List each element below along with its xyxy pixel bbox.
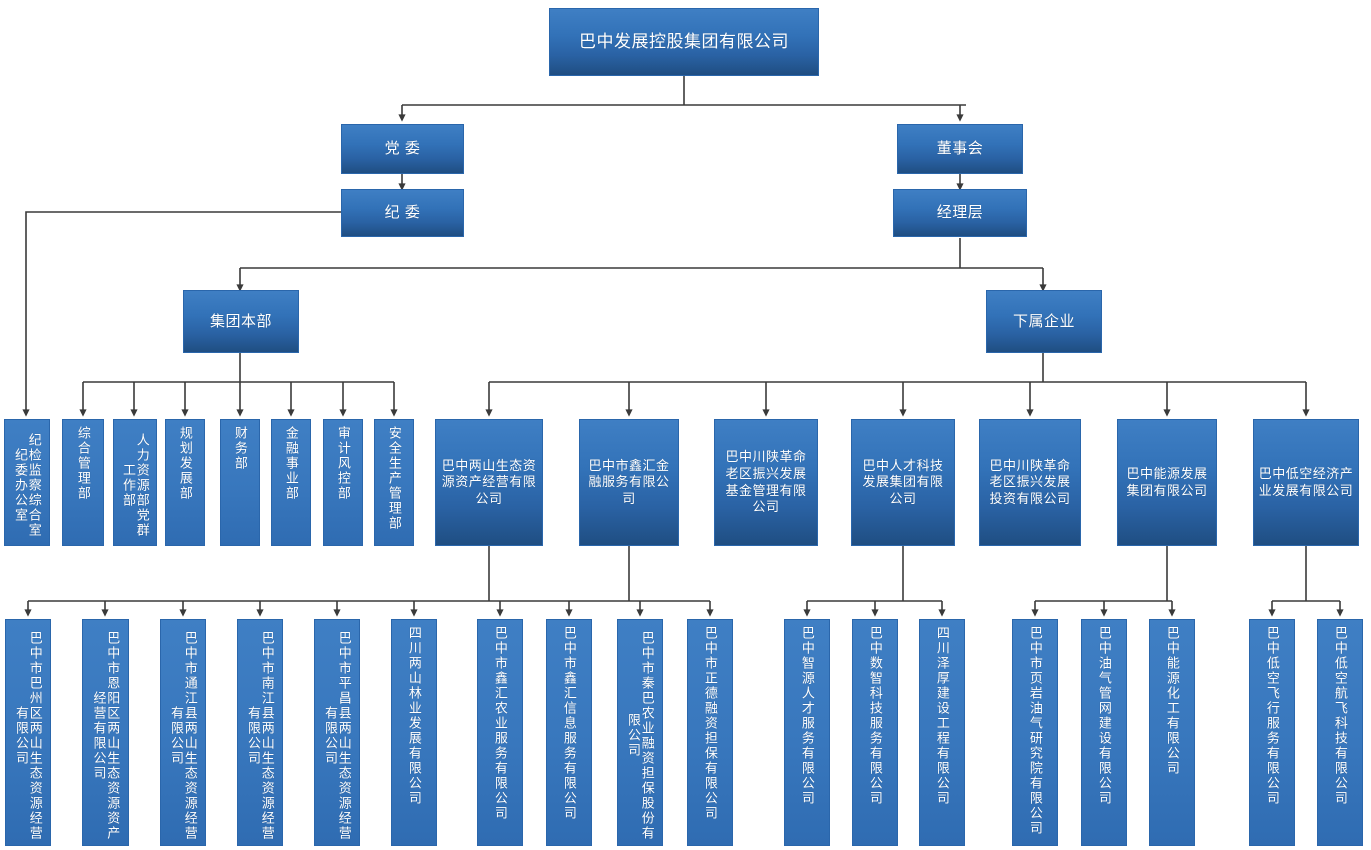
- node-leaf-7-label: 巴中市鑫汇信息服务有限公司: [561, 626, 577, 821]
- node-department-1[interactable]: 综合管理部: [62, 419, 104, 546]
- node-leaf-11-label: 巴中数智科技服务有限公司: [867, 626, 883, 806]
- node-subsidiary-4[interactable]: 巴中川陕革命老区振兴发展投资有限公司: [979, 419, 1081, 546]
- node-subsidiary-0[interactable]: 巴中两山生态资源资产经营有限公司: [435, 419, 543, 546]
- node-subsidiary-3[interactable]: 巴中人才科技发展集团有限公司: [851, 419, 955, 546]
- node-leaf-16-label: 巴中低空飞行服务有限公司: [1264, 626, 1280, 806]
- node-leaf-16[interactable]: 巴中低空飞行服务有限公司: [1249, 619, 1295, 846]
- node-leaf-17[interactable]: 巴中低空航飞科技有限公司: [1317, 619, 1363, 846]
- node-leaf-4[interactable]: 巴中市平昌县两山生态资源经营有限公司: [314, 619, 360, 846]
- node-subsidiary-2-label: 巴中川陕革命老区振兴发展基金管理有限公司: [725, 449, 807, 515]
- node-leaf-12[interactable]: 四川泽厚建设工程有限公司: [919, 619, 965, 846]
- node-leaf-6-label: 巴中市鑫汇农业服务有限公司: [492, 626, 508, 821]
- node-root-label: 巴中发展控股集团有限公司: [579, 32, 789, 52]
- node-leaf-8[interactable]: 巴中市秦巴农业融资担保股份有限公司: [617, 619, 663, 846]
- node-department-5-label: 金融事业部: [283, 426, 299, 501]
- node-subsidiary-5[interactable]: 巴中能源发展集团有限公司: [1117, 419, 1217, 546]
- node-department-4[interactable]: 财务部: [220, 419, 260, 546]
- node-department-2[interactable]: 人力资源部党群工作部: [113, 419, 157, 546]
- node-department-3[interactable]: 规划发展部: [165, 419, 205, 546]
- node-subsidiary-enterprises-label: 下属企业: [1012, 312, 1075, 330]
- node-leaf-0[interactable]: 巴中市巴州区两山生态资源经营有限公司: [5, 619, 51, 846]
- node-leaf-4-label: 巴中市平昌县两山生态资源经营有限公司: [323, 630, 352, 841]
- node-department-2-label: 人力资源部党群工作部: [121, 433, 150, 538]
- node-group-headquarters[interactable]: 集团本部: [183, 290, 299, 353]
- node-subsidiary-2[interactable]: 巴中川陕革命老区振兴发展基金管理有限公司: [714, 419, 818, 546]
- node-leaf-1-label: 巴中市恩阳区两山生态资源资产经营有限公司: [91, 630, 121, 841]
- node-leaf-10-label: 巴中智源人才服务有限公司: [799, 626, 815, 806]
- node-leaf-11[interactable]: 巴中数智科技服务有限公司: [852, 619, 898, 846]
- node-department-6-label: 审计风控部: [335, 426, 351, 501]
- node-department-3-label: 规划发展部: [177, 426, 193, 501]
- node-subsidiary-enterprises[interactable]: 下属企业: [986, 290, 1102, 353]
- node-subsidiary-6-label: 巴中低空经济产业发展有限公司: [1258, 465, 1354, 498]
- node-leaf-13-label: 巴中市页岩油气研究院有限公司: [1027, 626, 1043, 836]
- node-leaf-8-label: 巴中市秦巴农业融资担保股份有限公司: [626, 630, 655, 841]
- node-leaf-14[interactable]: 巴中油气管网建设有限公司: [1081, 619, 1127, 846]
- node-root[interactable]: 巴中发展控股集团有限公司: [549, 8, 819, 76]
- node-discipline-committee[interactable]: 纪 委: [341, 189, 464, 237]
- node-leaf-9[interactable]: 巴中市正德融资担保有限公司: [687, 619, 733, 846]
- node-department-4-label: 财务部: [232, 426, 248, 471]
- node-department-7-label: 安全生产管理部: [386, 426, 402, 531]
- node-department-0-label: 纪检监察综合室纪委办公室: [13, 433, 42, 538]
- node-party-committee[interactable]: 党 委: [341, 124, 464, 174]
- node-leaf-2-label: 巴中市通江县两山生态资源经营有限公司: [169, 630, 198, 841]
- node-subsidiary-5-label: 巴中能源发展集团有限公司: [1126, 465, 1208, 498]
- node-subsidiary-3-label: 巴中人才科技发展集团有限公司: [862, 457, 944, 506]
- node-subsidiary-0-label: 巴中两山生态资源资产经营有限公司: [441, 457, 537, 506]
- node-leaf-5[interactable]: 四川两山林业发展有限公司: [391, 619, 437, 846]
- node-board-of-directors[interactable]: 董事会: [897, 124, 1023, 174]
- node-leaf-10[interactable]: 巴中智源人才服务有限公司: [784, 619, 830, 846]
- node-subsidiary-6[interactable]: 巴中低空经济产业发展有限公司: [1253, 419, 1359, 546]
- node-leaf-3[interactable]: 巴中市南江县两山生态资源经营有限公司: [237, 619, 283, 846]
- node-subsidiary-4-label: 巴中川陕革命老区振兴发展投资有限公司: [989, 457, 1071, 506]
- node-leaf-14-label: 巴中油气管网建设有限公司: [1096, 626, 1112, 806]
- node-leaf-7[interactable]: 巴中市鑫汇信息服务有限公司: [546, 619, 592, 846]
- node-party-committee-label: 党 委: [384, 140, 421, 158]
- node-leaf-12-label: 四川泽厚建设工程有限公司: [934, 626, 950, 806]
- node-leaf-15[interactable]: 巴中能源化工有限公司: [1149, 619, 1195, 846]
- node-leaf-9-label: 巴中市正德融资担保有限公司: [702, 626, 718, 821]
- node-leaf-1[interactable]: 巴中市恩阳区两山生态资源资产经营有限公司: [82, 619, 129, 846]
- node-leaf-17-label: 巴中低空航飞科技有限公司: [1332, 626, 1348, 806]
- node-department-7[interactable]: 安全生产管理部: [374, 419, 414, 546]
- node-leaf-5-label: 四川两山林业发展有限公司: [406, 626, 422, 806]
- node-board-of-directors-label: 董事会: [936, 140, 984, 158]
- node-management-layer[interactable]: 经理层: [893, 189, 1027, 237]
- node-subsidiary-1-label: 巴中市鑫汇金融服务有限公司: [588, 457, 670, 506]
- node-department-5[interactable]: 金融事业部: [271, 419, 311, 546]
- node-subsidiary-1[interactable]: 巴中市鑫汇金融服务有限公司: [579, 419, 679, 546]
- node-leaf-6[interactable]: 巴中市鑫汇农业服务有限公司: [477, 619, 523, 846]
- node-leaf-15-label: 巴中能源化工有限公司: [1164, 626, 1180, 776]
- node-leaf-2[interactable]: 巴中市通江县两山生态资源经营有限公司: [160, 619, 206, 846]
- node-management-layer-label: 经理层: [936, 204, 984, 222]
- node-department-1-label: 综合管理部: [75, 426, 91, 501]
- node-leaf-13[interactable]: 巴中市页岩油气研究院有限公司: [1012, 619, 1058, 846]
- node-leaf-3-label: 巴中市南江县两山生态资源经营有限公司: [246, 630, 275, 841]
- node-department-6[interactable]: 审计风控部: [323, 419, 363, 546]
- node-department-0[interactable]: 纪检监察综合室纪委办公室: [4, 419, 50, 546]
- node-leaf-0-label: 巴中市巴州区两山生态资源经营有限公司: [14, 630, 43, 841]
- node-discipline-committee-label: 纪 委: [384, 204, 421, 222]
- node-group-headquarters-label: 集团本部: [209, 312, 272, 330]
